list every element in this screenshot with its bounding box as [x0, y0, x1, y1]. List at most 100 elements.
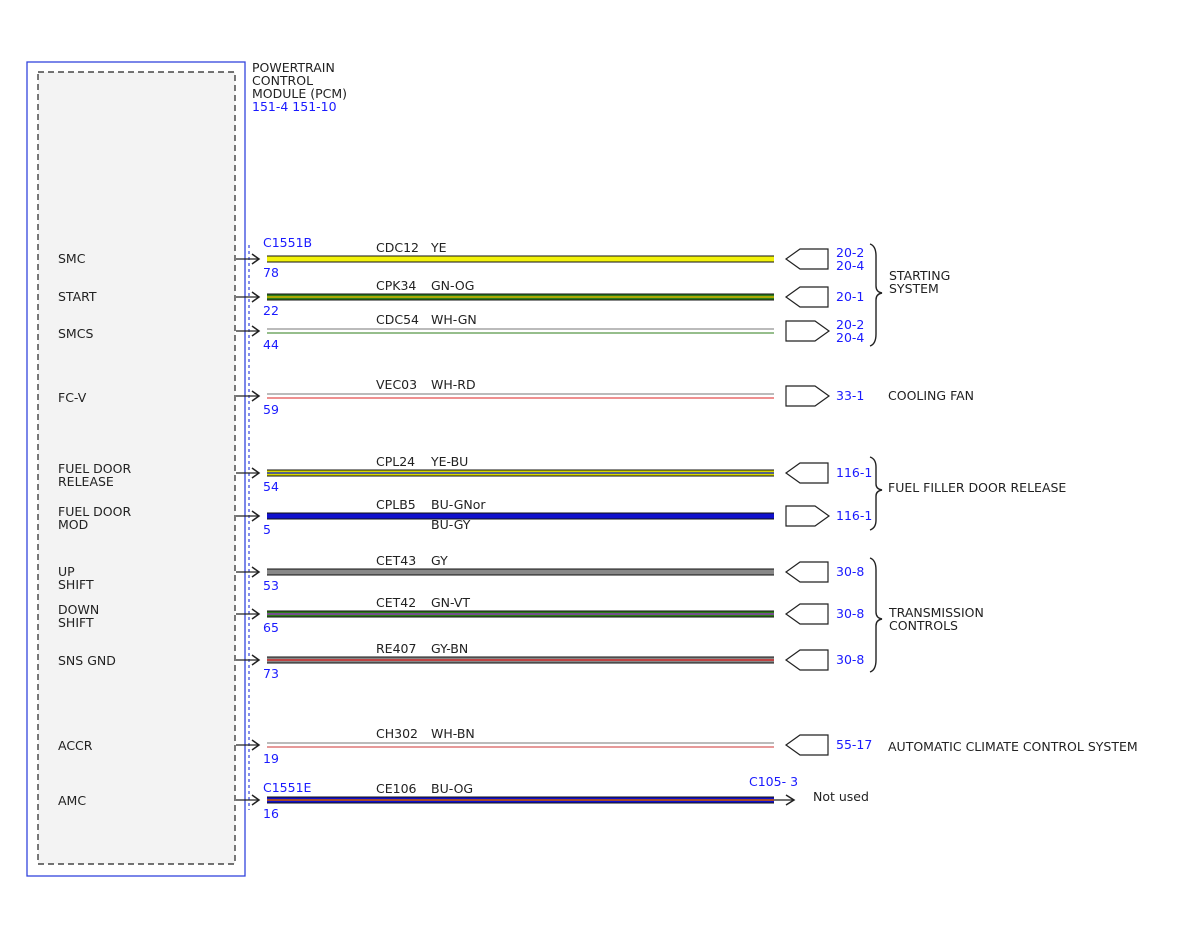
module-title-line: CONTROL — [252, 73, 313, 88]
connector-tab-icon — [784, 286, 829, 308]
page-ref: 33-1 — [836, 388, 864, 403]
circuit-code: VEC03 — [376, 377, 417, 392]
pin-arrow-icon — [251, 566, 261, 578]
circuit-code: CH302 — [376, 726, 418, 741]
signal-name: SMC — [58, 251, 86, 266]
page-ref: 20-4 — [836, 258, 864, 273]
signal-name: SHIFT — [58, 615, 94, 630]
circuit-code: RE407 — [376, 641, 416, 656]
pin-number: 22 — [263, 303, 279, 318]
wire-base-color — [267, 256, 774, 262]
page-ref: 30-8 — [836, 652, 864, 667]
wire-color-label: YE — [430, 240, 447, 255]
page-ref: 55-17 — [836, 737, 872, 752]
pin-number: 73 — [263, 666, 279, 681]
circuit-code: CPLB5 — [376, 497, 416, 512]
group-label-starting: SYSTEM — [889, 281, 939, 296]
circuit-code: CDC54 — [376, 312, 419, 327]
connector-tab-icon — [785, 320, 831, 342]
wire-stripe — [267, 613, 774, 615]
wire-color-label: BU-OG — [431, 781, 473, 796]
group-label-fuel-door: FUEL FILLER DOOR RELEASE — [888, 480, 1066, 495]
wire-stripe — [267, 659, 774, 661]
group-label-starting: STARTING — [889, 268, 950, 283]
signal-name: MOD — [58, 517, 88, 532]
arrow-end-icon — [785, 794, 796, 806]
circuit-code: CE106 — [376, 781, 417, 796]
circuit-code: CPL24 — [376, 454, 415, 469]
connector-tab-icon — [784, 734, 829, 756]
wire-base-color — [267, 513, 774, 519]
wire-color-label: BU-GY — [431, 517, 471, 532]
circuit-row: AMC 16 CE106 BU-OG — [58, 781, 796, 821]
signal-name: RELEASE — [58, 474, 114, 489]
signal-name: SNS GND — [58, 653, 116, 668]
bracket-fuel-door — [869, 456, 883, 531]
pin-arrow-icon — [251, 510, 261, 522]
pin-arrow-icon — [251, 253, 261, 265]
wire-color-label: WH-BN — [431, 726, 475, 741]
wire-color-label: YE-BU — [430, 454, 468, 469]
wire-color-label: GN-OG — [431, 278, 474, 293]
connector-c1551e: C1551E — [263, 780, 312, 795]
page-ref: 30-8 — [836, 564, 864, 579]
pin-number: 54 — [263, 479, 279, 494]
pin-number: 65 — [263, 620, 279, 635]
pin-number: 16 — [263, 806, 279, 821]
wire-color-label: GY-BN — [431, 641, 468, 656]
pin-number: 5 — [263, 522, 271, 537]
module-title-line: POWERTRAIN — [252, 60, 335, 75]
signal-name: DOWN — [58, 602, 99, 617]
module-page-refs: 151-4 151-10 — [252, 99, 337, 114]
page-ref: 20-2 — [836, 317, 864, 332]
pin-number: 78 — [263, 265, 279, 280]
connector-c105: C105- 3 — [749, 774, 798, 789]
wire-color-label: WH-RD — [431, 377, 476, 392]
wire-color-label: WH-GN — [431, 312, 477, 327]
bracket-transmission — [869, 557, 883, 673]
page-ref: 116-1 — [836, 465, 872, 480]
pin-arrow-icon — [251, 325, 261, 337]
connector-c1551b: C1551B — [263, 235, 312, 250]
signal-name: UP — [58, 564, 75, 579]
pin-arrow-icon — [251, 739, 261, 751]
group-label-cooling: COOLING FAN — [888, 388, 974, 403]
wire-stripe — [267, 472, 774, 474]
circuit-row: SNS GND 73 RE407 GY-BN 30-8 — [58, 641, 864, 681]
signal-name: SHIFT — [58, 577, 94, 592]
group-label-transmission: CONTROLS — [889, 618, 958, 633]
signal-name: FC-V — [58, 390, 87, 405]
page-ref: 20-1 — [836, 289, 864, 304]
pin-arrow-icon — [251, 608, 261, 620]
signal-name: ACCR — [58, 738, 93, 753]
circuit-code: CPK34 — [376, 278, 416, 293]
signal-name: FUEL DOOR — [58, 504, 131, 519]
pcm-module-body — [37, 71, 236, 865]
connector-tab-icon — [785, 385, 831, 407]
pin-arrow-icon — [251, 291, 261, 303]
wire-color-label: GY — [431, 553, 448, 568]
circuit-code: CET42 — [376, 595, 416, 610]
pin-number: 53 — [263, 578, 279, 593]
pin-arrow-icon — [251, 794, 261, 806]
pin-arrow-icon — [251, 467, 261, 479]
signal-name: START — [58, 289, 97, 304]
circuit-row: START 22 CPK34 GN-OG 20-1 — [58, 278, 864, 318]
wire-stripe — [267, 296, 774, 298]
signal-name: FUEL DOOR — [58, 461, 131, 476]
pin-number: 44 — [263, 337, 279, 352]
wire-stripe — [267, 799, 774, 801]
connector-tab-icon — [785, 505, 831, 527]
pcm-module-outline — [26, 61, 246, 877]
circuit-code: CDC12 — [376, 240, 419, 255]
signal-name: AMC — [58, 793, 86, 808]
page-ref: 30-8 — [836, 606, 864, 621]
group-label-transmission: TRANSMISSION — [888, 605, 984, 620]
